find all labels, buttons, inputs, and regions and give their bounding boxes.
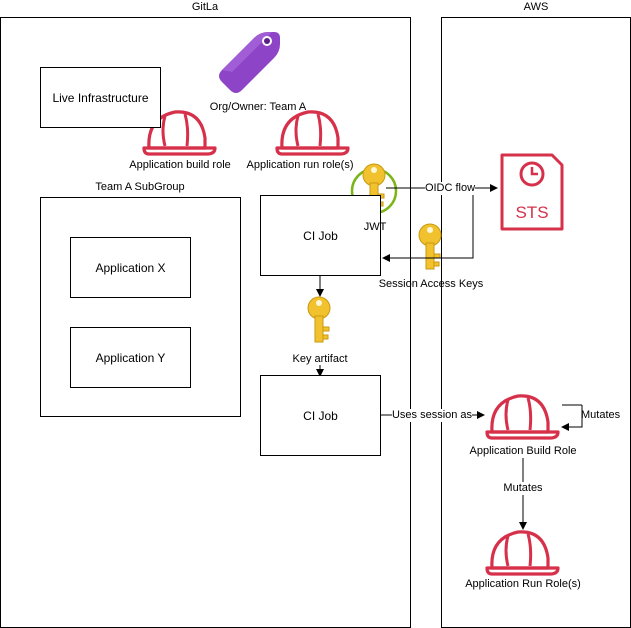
live-infrastructure-box: Live Infrastructure (40, 67, 161, 128)
application-y-label: Application Y (95, 350, 166, 365)
application-y-box: Application Y (70, 327, 191, 388)
live-infrastructure-label: Live Infrastructure (52, 90, 149, 105)
org-owner-label: Org/Owner: Team A (209, 101, 307, 113)
ci-job-box-2: CI Job (260, 375, 381, 456)
gitlab-title: GitLa (191, 1, 219, 13)
session-access-keys-label: Session Access Keys (378, 278, 484, 290)
uses-session-label: Uses session as (391, 409, 473, 422)
application-x-box: Application X (70, 237, 191, 298)
app-build-role-label: Application build role (129, 159, 231, 171)
tag-icon (219, 32, 280, 93)
sts-service-icon (500, 153, 564, 231)
mutates-self-arrow (561, 405, 583, 431)
ci-job-box-1: CI Job (260, 195, 381, 276)
oidc-flow-label: OIDC flow (424, 182, 476, 195)
session-keys-arrow (382, 188, 474, 262)
aws-title: AWS (523, 1, 549, 13)
key-icon (418, 223, 442, 270)
aws-build-role-label: Application Build Role (469, 445, 577, 457)
ci-job-label-1: CI Job (303, 228, 338, 243)
jwt-label: JWT (363, 221, 387, 233)
ci-job-label-2: CI Job (303, 408, 338, 423)
subgroup-title: Team A SubGroup (95, 181, 185, 193)
mutates-down-label: Mutates (503, 482, 543, 495)
sts-label: STS (515, 203, 549, 222)
aws-container (441, 17, 631, 628)
aws-run-roles-label: Application Run Role(s) (465, 578, 581, 590)
application-x-label: Application X (95, 260, 166, 275)
mutates-self-label: Mutates (581, 409, 621, 421)
key-artifact-label: Key artifact (292, 353, 348, 365)
app-run-roles-label: Application run role(s) (246, 159, 354, 171)
